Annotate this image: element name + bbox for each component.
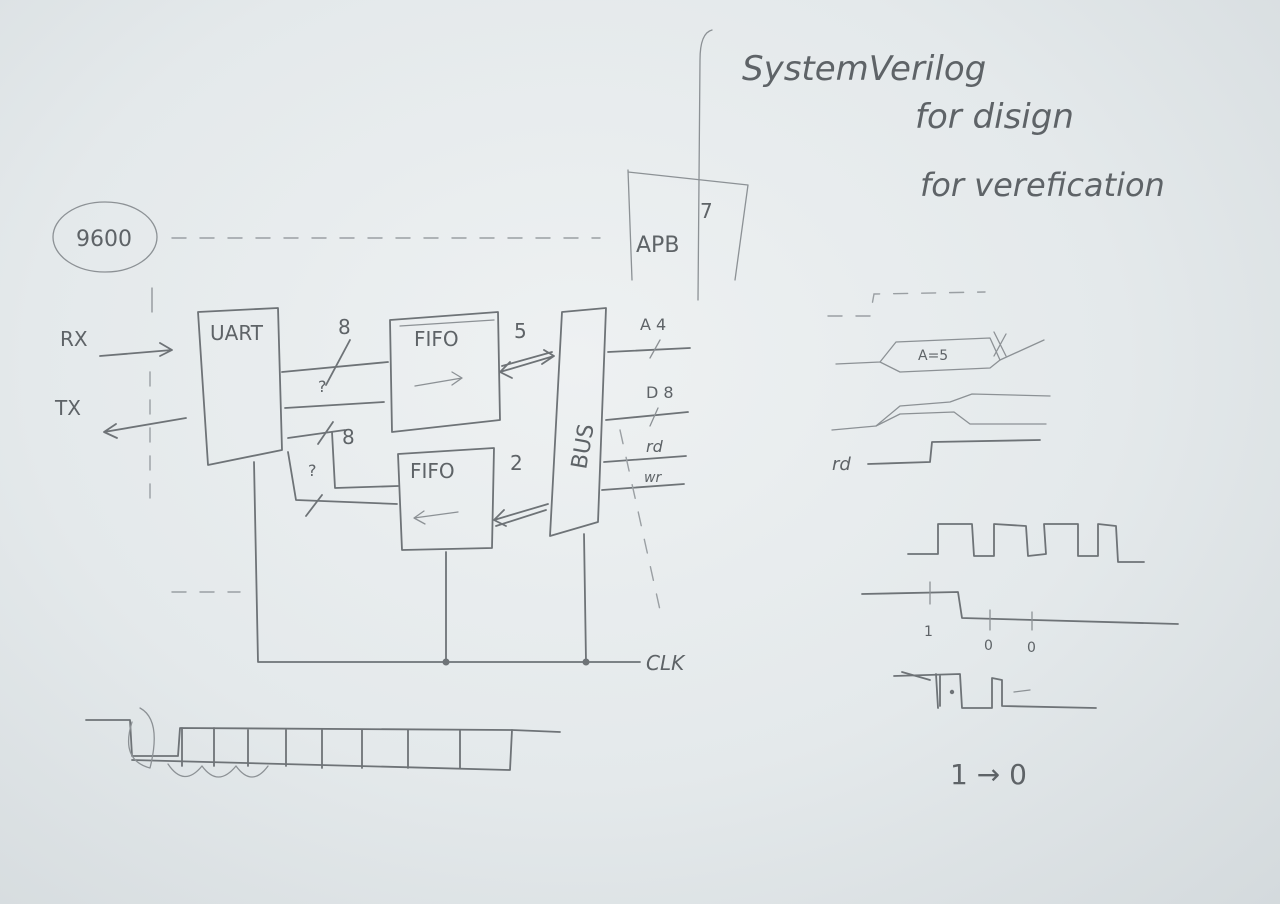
- fifo-bottom-bus-arrow: [493, 503, 549, 527]
- baud-ellipse: [52, 201, 158, 273]
- addr-bus-x: [993, 331, 1007, 357]
- wr-label: wr: [644, 470, 662, 486]
- uart-frame-bits: [181, 727, 461, 769]
- data-bus-wave-bottom: [875, 411, 1047, 427]
- clock-waveform: [907, 523, 1145, 563]
- addr-bus-wave-top: [835, 337, 1045, 365]
- bits-waveform: [861, 591, 1179, 625]
- bit-one-label: 1: [924, 624, 933, 640]
- apb-box: [627, 169, 749, 281]
- top-question-label: ?: [318, 377, 327, 396]
- uart-frame-top: [85, 719, 561, 757]
- rx-label: RX: [60, 327, 88, 351]
- rx-arrow: [99, 342, 173, 357]
- clk-bus-branch: [583, 533, 587, 663]
- top-width-label: 8: [338, 315, 351, 339]
- bottom-question-label: ?: [308, 461, 317, 480]
- addr-box-label: A=5: [918, 348, 948, 364]
- data-line: [605, 411, 689, 421]
- rd-label: rd: [646, 437, 664, 456]
- data-bus-wave-top: [831, 393, 1051, 431]
- wr-line: [601, 483, 685, 491]
- bus-label: BUS: [567, 422, 599, 471]
- rd-signal-label: rd: [832, 454, 851, 475]
- notes-verification: for verefication: [920, 166, 1165, 204]
- clk-main-line: [253, 461, 641, 663]
- tx-arrow: [103, 417, 187, 439]
- bottom-width-label: 8: [342, 425, 355, 449]
- start-bit-waveform: [893, 673, 1097, 709]
- notes-design: for disign: [915, 97, 1074, 137]
- fifo-top-direction-arrow: [414, 371, 463, 387]
- fifo-top-bus-arrow: [499, 349, 555, 379]
- apb-label: APB: [636, 233, 679, 258]
- clk-label: CLK: [646, 651, 686, 675]
- tx-label: TX: [54, 396, 81, 420]
- bits-sample-ticks: [929, 581, 1033, 631]
- bus-block: [549, 307, 607, 537]
- fifo-bottom-to-uart-line2: [331, 431, 399, 489]
- fifo-top-inner: [399, 319, 495, 327]
- start-bit-edge-marks: [901, 671, 941, 709]
- bottom-bus-slash: [317, 421, 334, 445]
- addr-line: [607, 347, 691, 353]
- uart-label: UART: [210, 321, 264, 345]
- start-bit-sample-dot: [949, 689, 955, 695]
- fifo-bottom-to-uart-line1: [287, 429, 346, 439]
- clk-junction-fifo: [442, 658, 450, 666]
- apb-number: 7: [700, 199, 713, 223]
- top-bus-slash: [325, 339, 351, 386]
- fifo-top-label: FIFO: [414, 327, 459, 351]
- fifo-top-block: [389, 311, 501, 433]
- rd-waveform: [867, 439, 1041, 465]
- data-label: D 8: [646, 383, 674, 402]
- rd-line: [603, 455, 687, 463]
- faint-diagonal-mark: [619, 429, 661, 611]
- uart-block: [197, 307, 283, 466]
- fifo-top-count: 5: [514, 319, 527, 343]
- baud-rate: 9600: [76, 227, 132, 252]
- notes-title: SystemVerilog: [742, 49, 986, 89]
- notes-bracket: [697, 29, 713, 301]
- fifo-bottom-label: FIFO: [410, 459, 455, 483]
- uart-to-fifo-top-line2: [284, 401, 385, 409]
- fifo-bottom-direction-arrow: [413, 510, 459, 525]
- bottom-bus-slash2: [305, 494, 323, 517]
- timing-wave-faint: [827, 291, 986, 317]
- start-bit-circle: [127, 707, 155, 769]
- data-slash: [649, 407, 659, 427]
- addr-slash: [649, 339, 661, 359]
- fifo-bottom-to-uart-line3: [287, 451, 398, 505]
- fifo-bottom-count: 2: [510, 451, 523, 475]
- uart-frame-bottom: [131, 729, 513, 771]
- bit-zero-b-label: 0: [1027, 640, 1036, 656]
- clk-junction-bus: [582, 658, 590, 666]
- start-bit-sample-dash: [1013, 689, 1031, 693]
- fifo-bottom-block: [397, 447, 495, 551]
- addr-label: A 4: [640, 315, 666, 334]
- addr-bus-wave-bottom: [879, 359, 1001, 373]
- bit-zero-a-label: 0: [984, 638, 993, 654]
- uart-frame-brace: [167, 763, 269, 778]
- transition-label: 1 → 0: [950, 758, 1027, 791]
